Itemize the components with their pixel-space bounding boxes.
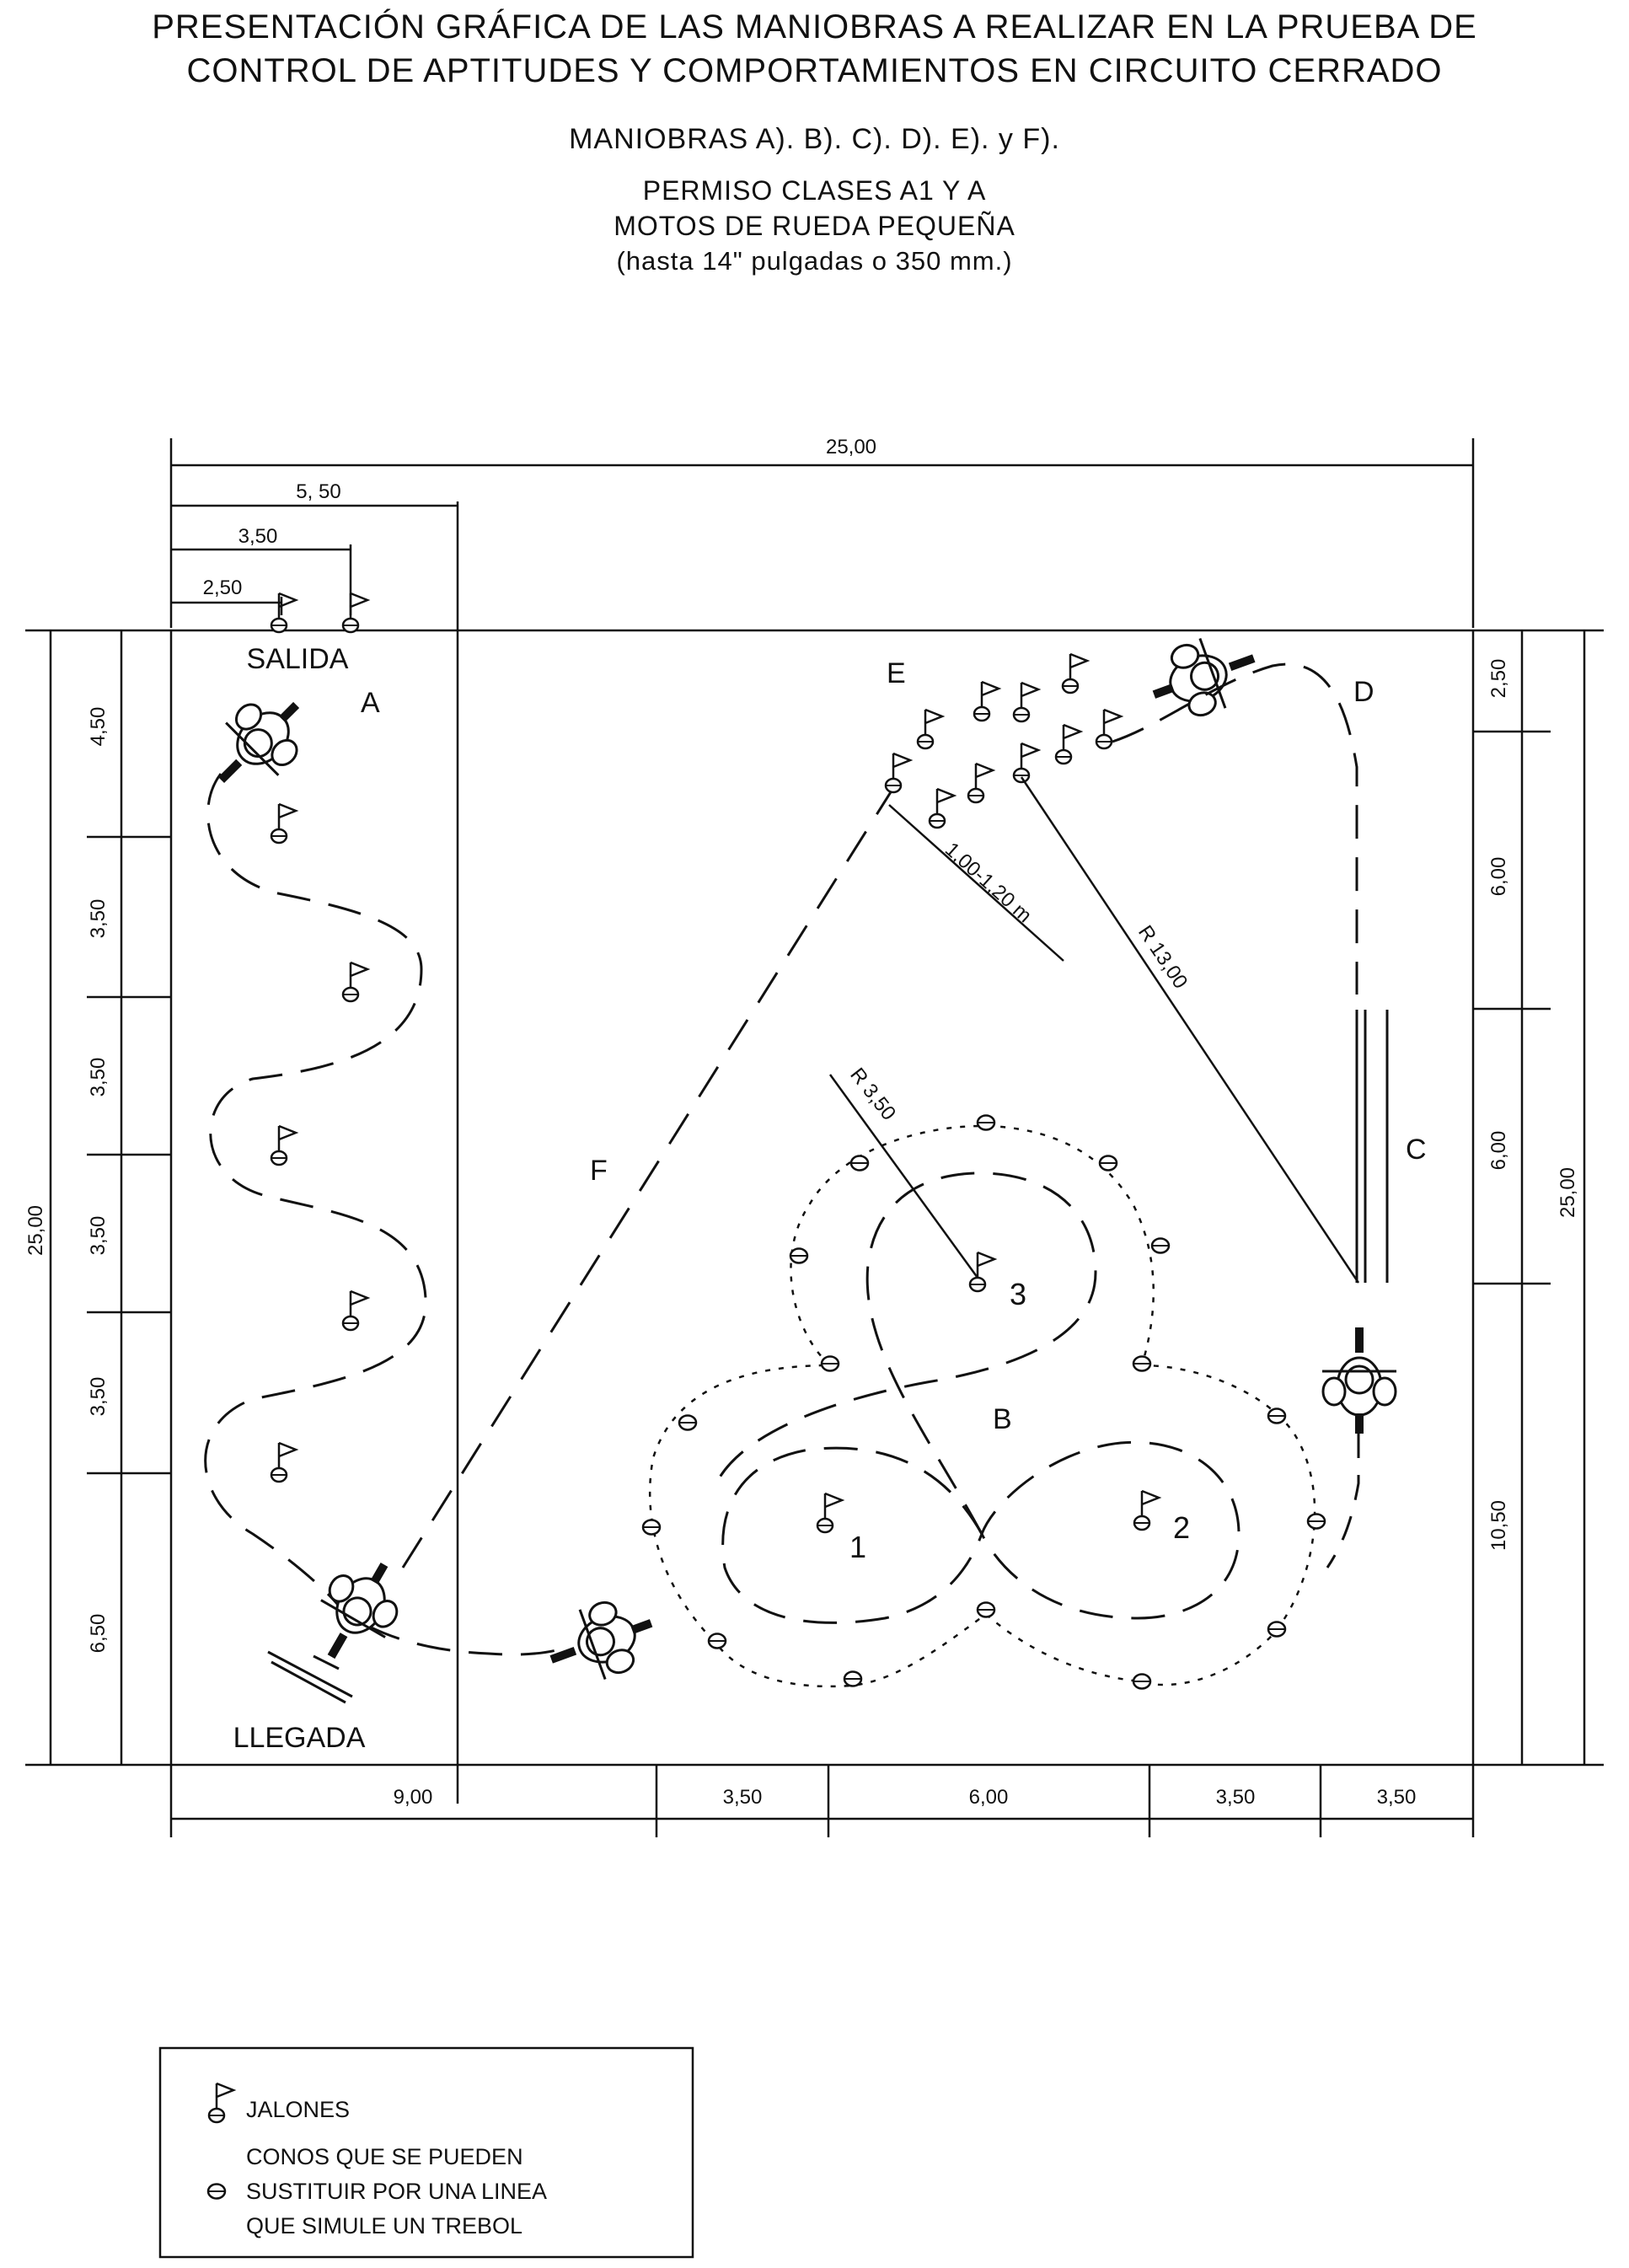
- first-flag-offset-label: 2,50: [203, 576, 243, 599]
- finish-line-marks: [267, 1650, 353, 1704]
- maneuver-c-corridor: [1355, 1010, 1389, 1283]
- top-dimension-lines: [169, 438, 1475, 1804]
- e-spacing-measure: [888, 804, 1064, 962]
- trefoil-cones: [641, 1114, 1326, 1690]
- diagram-title-line-1: PRESENTACIÓN GRÁFICA DE LAS MANIOBRAS A …: [152, 8, 1477, 46]
- svg-text:10,50: 10,50: [1487, 1500, 1510, 1551]
- svg-text:6,00: 6,00: [1487, 857, 1510, 897]
- radius-350-label: R 3,50: [845, 1064, 900, 1124]
- svg-text:3,50: 3,50: [723, 1786, 763, 1809]
- legend-jalones-label: JALONES: [246, 2097, 350, 2122]
- right-total-height-label: 25,00: [1557, 1167, 1579, 1218]
- c-exit-path: [1326, 1433, 1360, 1568]
- svg-text:3,50: 3,50: [87, 1216, 110, 1256]
- svg-text:6,00: 6,00: [969, 1786, 1009, 1809]
- svg-text:9,00: 9,00: [394, 1786, 433, 1809]
- diagram-title-line-2: CONTROL DE APTITUDES Y COMPORTAMIENTOS E…: [186, 52, 1443, 89]
- maneuver-e-label: E: [887, 657, 906, 689]
- radius-350-line: [828, 1074, 979, 1279]
- svg-text:3,50: 3,50: [1216, 1786, 1256, 1809]
- start-label: SALIDA: [247, 643, 349, 675]
- svg-text:3,50: 3,50: [87, 899, 110, 939]
- maneuver-c-label: C: [1406, 1134, 1427, 1166]
- bottom-dimension-labels: 9,00 3,50 6,00 3,50 3,50: [394, 1786, 1417, 1809]
- svg-text:2,50: 2,50: [1487, 659, 1510, 699]
- motorcycle-d-icon: [1139, 622, 1268, 731]
- left-dimension-labels: 4,50 3,50 3,50 3,50 3,50 6,50 25,00: [24, 707, 110, 1654]
- svg-text:3,50: 3,50: [1377, 1786, 1417, 1809]
- motorcycle-finish-icon: [297, 1545, 418, 1677]
- legend-cones-line-3: QUE SIMULE UN TREBOL: [246, 2213, 522, 2239]
- cone-spacing-label: 1,00-1,20 m: [940, 838, 1036, 927]
- svg-text:3,50: 3,50: [87, 1377, 110, 1417]
- trefoil-point-1: 1: [849, 1530, 866, 1564]
- maneuver-d-path: [1112, 662, 1358, 995]
- bottom-dimension-lines: [169, 1765, 1475, 1837]
- second-flag-offset-label: 3,50: [238, 525, 278, 548]
- e-flags: [884, 652, 1123, 829]
- total-width-label: 25,00: [826, 436, 876, 458]
- trefoil-cone-outline: [648, 1124, 1316, 1688]
- svg-text:6,50: 6,50: [87, 1614, 110, 1654]
- trefoil-ride-path: [715, 1172, 1241, 1624]
- maneuver-a-label: A: [361, 687, 380, 719]
- start-zone-width-label: 5, 50: [296, 480, 340, 503]
- license-classes-subtitle: PERMISO CLASES A1 Y A: [642, 175, 987, 206]
- legend-cones-line-2: SUSTITUIR POR UNA LINEA: [246, 2179, 547, 2204]
- maneuver-d-label: D: [1353, 676, 1374, 708]
- trefoil-point-3: 3: [1010, 1277, 1026, 1311]
- finish-label: LLEGADA: [233, 1722, 366, 1754]
- svg-text:6,00: 6,00: [1487, 1131, 1510, 1171]
- slalom-path-a: [204, 773, 557, 1656]
- maneuver-b-label: B: [993, 1403, 1012, 1435]
- small-wheel-subtitle: MOTOS DE RUEDA PEQUEÑA: [614, 211, 1015, 241]
- svg-text:3,50: 3,50: [87, 1058, 110, 1097]
- legend-cones-line-1: CONOS QUE SE PUEDEN: [246, 2144, 523, 2169]
- motorcycle-f-start-icon: [537, 1587, 666, 1696]
- svg-text:4,50: 4,50: [87, 707, 110, 747]
- right-dimension-ticks: [1473, 730, 1551, 1285]
- legend-box: JALONES CONOS QUE SE PUEDEN SUSTITUIR PO…: [158, 2046, 694, 2259]
- maneuver-f-label: F: [590, 1155, 608, 1187]
- wheel-size-subtitle: (hasta 14" pulgadas o 350 mm.): [616, 246, 1013, 276]
- maneuver-f-path: [401, 787, 895, 1568]
- total-height-label: 25,00: [24, 1205, 47, 1256]
- maneuvers-subtitle: MANIOBRAS A). B). C). D). E). y F).: [569, 123, 1060, 155]
- motorcycle-c-icon: [1321, 1326, 1398, 1435]
- trefoil-point-2: 2: [1173, 1510, 1190, 1545]
- left-dimension-ticks: [87, 835, 171, 1475]
- track-boundary: [25, 629, 1604, 1767]
- radius-13-line: [1020, 776, 1360, 1284]
- right-dimension-labels: 2,50 6,00 6,00 10,50 25,00: [1487, 659, 1579, 1551]
